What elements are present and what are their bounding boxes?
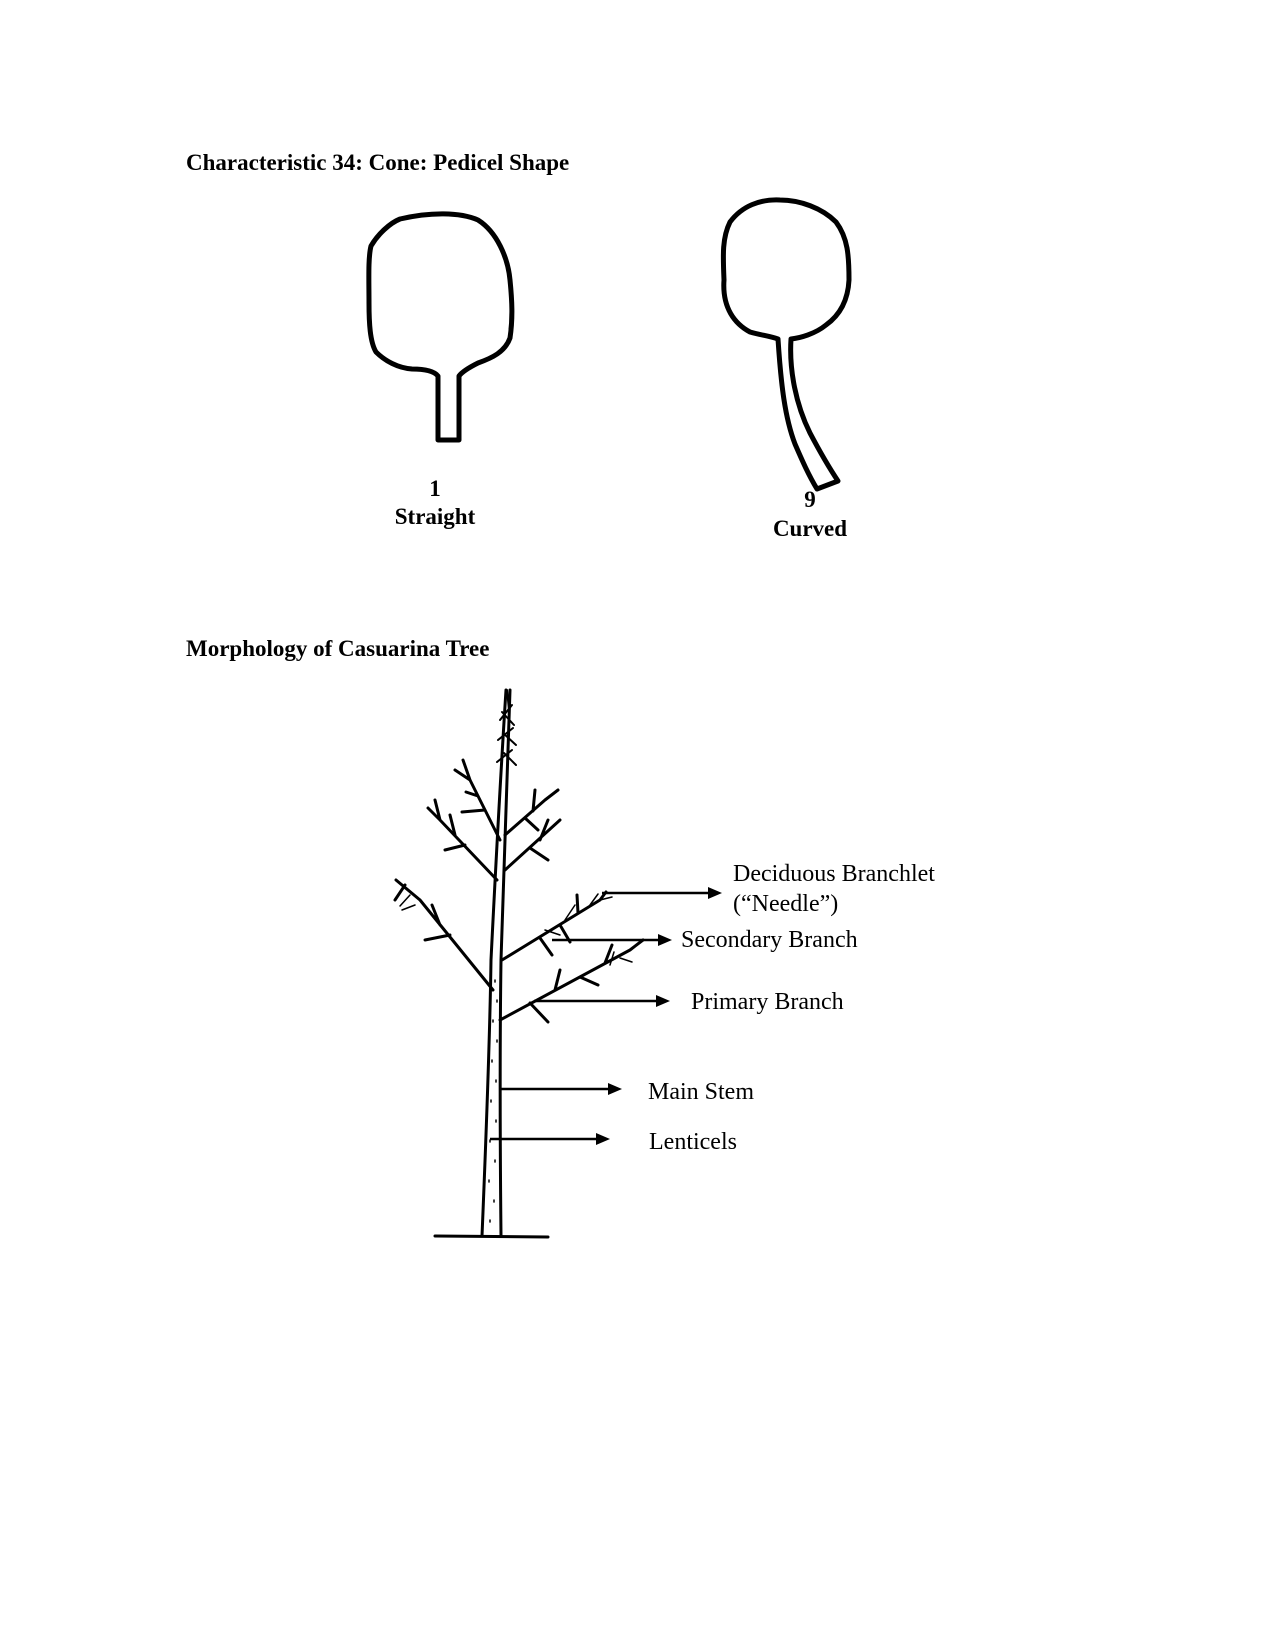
primary-branch-label: Primary Branch: [691, 989, 844, 1015]
left-branch-2: [426, 798, 499, 882]
needle-label: (“Needle”): [733, 891, 839, 917]
left-branch-3: [393, 878, 495, 992]
right-branch-4: [498, 938, 645, 1024]
lenticels-label: Lenticels: [649, 1129, 737, 1155]
label-arrows: [490, 887, 722, 1145]
left-branch-1: [453, 758, 502, 842]
straight-option-label: Straight: [394, 504, 476, 529]
top-spire: [496, 689, 517, 766]
curved-pedicel-cone: [720, 197, 852, 492]
right-branch-1: [503, 788, 560, 837]
pedicel-shape-heading: Characteristic 34: Cone: Pedicel Shape: [186, 150, 570, 175]
fine-needles: [399, 893, 633, 966]
right-branch-3: [500, 890, 608, 962]
deciduous-branchlet-label: Deciduous Branchlet: [733, 861, 935, 887]
main-stem-outline: [480, 688, 508, 1238]
curved-option-number: 9: [804, 487, 816, 512]
secondary-branch-label: Secondary Branch: [681, 927, 858, 953]
ground-line: [433, 1234, 550, 1239]
morphology-heading: Morphology of Casuarina Tree: [186, 636, 490, 661]
lenticel-dots: [488, 979, 498, 1223]
straight-pedicel-cone: [366, 211, 515, 443]
right-branch-2: [503, 818, 562, 872]
curved-option-label: Curved: [772, 516, 848, 541]
straight-option-number: 1: [429, 476, 441, 501]
casuarina-tree-drawing: [393, 688, 645, 1239]
main-stem-label: Main Stem: [648, 1079, 754, 1105]
